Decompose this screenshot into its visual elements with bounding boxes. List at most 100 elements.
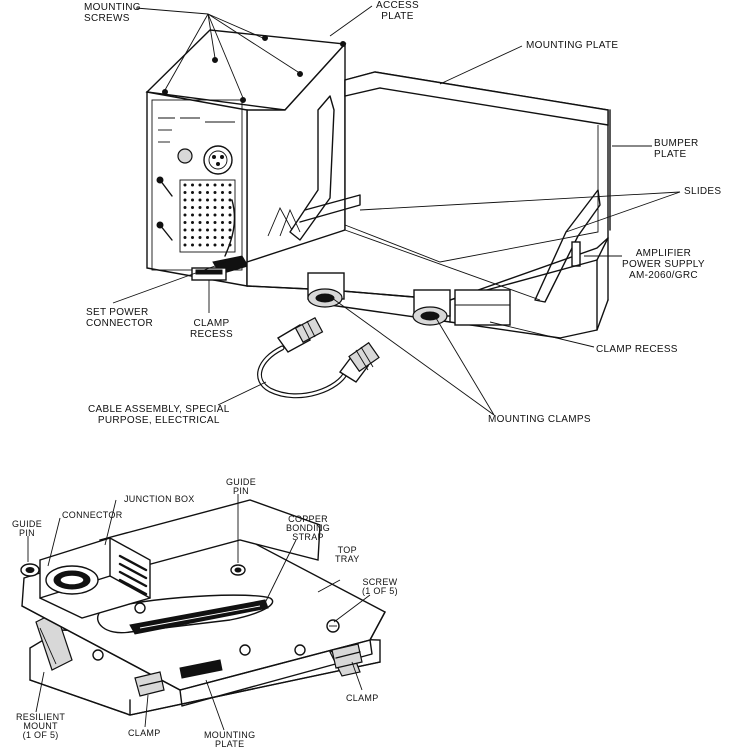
label-bumper-plate: BUMPER PLATE — [654, 138, 699, 160]
vent-hole — [213, 228, 217, 232]
mounting-clamp-left — [307, 272, 345, 308]
mounting-screw-icon-4 — [297, 71, 303, 77]
vent-hole — [221, 236, 224, 239]
vent-hole — [213, 183, 217, 187]
vent-hole — [191, 213, 194, 217]
vent-hole — [198, 191, 202, 194]
screw-icon-2 — [134, 602, 146, 614]
clamp-center — [179, 659, 223, 679]
vent-hole — [198, 228, 202, 232]
vent-hole — [191, 221, 194, 224]
label-resilient-mount: RESILIENT MOUNT (1 OF 5) — [16, 712, 66, 740]
vent-hole — [206, 221, 209, 224]
mounting-screw-icon-3 — [262, 35, 268, 41]
label-clamp-right: CLAMP — [346, 693, 379, 703]
slide-left — [289, 95, 335, 241]
screw-icon-3 — [239, 644, 251, 656]
vent-hole — [206, 206, 209, 209]
vent-hole — [228, 228, 232, 232]
vent-hole — [191, 228, 194, 232]
vent-hole — [221, 213, 224, 217]
vent-hole — [198, 243, 202, 247]
tray-cutout — [97, 594, 274, 634]
vent-hole — [228, 183, 232, 187]
ventilation-grille-icon — [179, 179, 236, 253]
mounting-screw-icon — [162, 89, 168, 95]
top-leader-lines — [112, 5, 681, 416]
vent-hole — [213, 236, 217, 239]
toggle-switch-icon — [156, 176, 164, 184]
vent-hole — [183, 206, 187, 209]
label-mounting-plate: MOUNTING PLATE — [526, 40, 619, 51]
vent-hole — [198, 213, 202, 217]
cable-assembly — [257, 316, 380, 399]
label-cable-assembly: CABLE ASSEMBLY, SPECIAL PURPOSE, ELECTRI… — [88, 404, 230, 426]
toggle-switch-icon-2 — [156, 221, 164, 229]
vent-hole — [198, 183, 202, 187]
vent-hole — [221, 198, 224, 202]
vent-hole — [183, 243, 187, 247]
vent-hole — [228, 213, 232, 217]
vent-hole — [213, 206, 217, 209]
clamp-right-part — [331, 643, 363, 669]
amplifier-unit — [145, 29, 347, 287]
front-connector-icon — [203, 145, 233, 175]
vent-hole — [191, 183, 194, 187]
vent-hole — [221, 243, 224, 247]
connector-icon — [45, 565, 99, 595]
vent-hole — [221, 191, 224, 194]
vent-hole — [206, 191, 209, 194]
mounting-plate-tray — [246, 71, 611, 339]
vent-hole — [228, 221, 232, 224]
vent-hole — [213, 221, 217, 224]
label-set-power-connector: SET POWER CONNECTOR — [86, 307, 153, 329]
mounting-screw-icon-2 — [212, 57, 218, 63]
label-mounting-screws: MOUNTING SCREWS — [84, 2, 141, 24]
vent-hole — [191, 198, 194, 202]
vent-hole — [206, 228, 209, 232]
label-mounting-plate-bottom: MOUNTING PLATE — [204, 730, 256, 749]
label-clamp-recess-front: CLAMP RECESS — [190, 318, 233, 340]
vent-hole — [206, 198, 209, 202]
vent-hole — [198, 198, 202, 202]
label-junction-box: JUNCTION BOX — [124, 494, 195, 504]
guide-pin-left-icon — [20, 563, 40, 577]
vent-hole — [206, 243, 209, 247]
mounting-clamp-right — [412, 289, 451, 326]
vent-hole — [228, 191, 232, 194]
guide-pin-top-icon — [230, 564, 246, 576]
label-guide-pin-left: GUIDE PIN — [12, 519, 43, 538]
bottom-figure — [20, 494, 386, 731]
vent-hole — [228, 198, 232, 202]
vent-hole — [221, 183, 224, 187]
vent-hole — [213, 198, 217, 202]
vent-hole — [221, 206, 224, 209]
mounting-screw-icon-5 — [240, 97, 246, 103]
slide-right-stop — [571, 241, 581, 267]
screw-icon-5 — [294, 644, 306, 656]
mounting-screw-icon-6 — [340, 41, 346, 47]
vent-hole — [213, 213, 217, 217]
vent-hole — [221, 221, 224, 224]
vent-hole — [183, 198, 187, 202]
vent-hole — [183, 228, 187, 232]
label-screw: SCREW (1 OF 5) — [362, 577, 398, 596]
vent-hole — [228, 236, 232, 239]
vent-hole — [183, 213, 187, 217]
cable-connector-end-1-icon — [276, 316, 324, 353]
selector-knob-icon — [177, 148, 193, 164]
top-figure — [112, 5, 681, 416]
label-clamp-recess-right: CLAMP RECESS — [596, 344, 678, 355]
vent-hole — [206, 183, 209, 187]
vent-hole — [228, 206, 232, 209]
screw-icon — [326, 619, 340, 633]
label-connector: CONNECTOR — [62, 510, 123, 520]
label-slides: SLIDES — [684, 186, 722, 197]
label-guide-pin-top: GUIDE PIN — [226, 477, 257, 496]
label-clamp-bottom-left: CLAMP — [128, 728, 161, 738]
vent-hole — [191, 191, 194, 194]
vent-hole — [221, 228, 224, 232]
screw-icon-4 — [92, 649, 104, 661]
label-amplifier-power-supply: AMPLIFIER POWER SUPPLY AM-2060/GRC — [622, 248, 705, 281]
